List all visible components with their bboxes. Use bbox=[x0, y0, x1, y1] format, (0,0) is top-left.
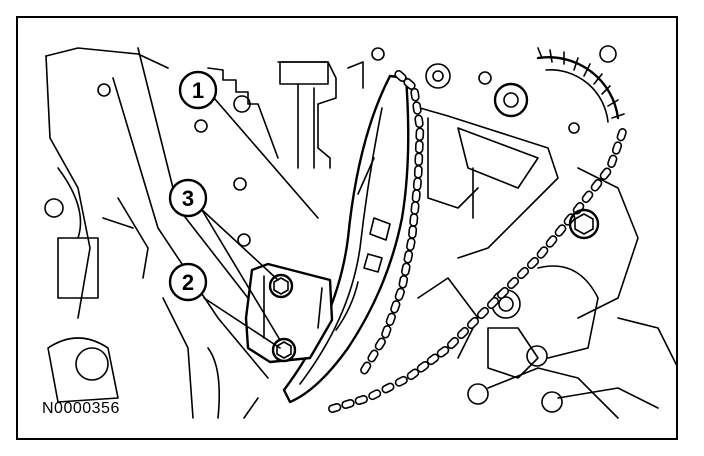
chain-link bbox=[607, 154, 618, 168]
callout-2: 2 bbox=[168, 262, 208, 302]
chain-link bbox=[590, 179, 603, 192]
chain-link bbox=[394, 375, 408, 387]
chain-link bbox=[406, 368, 420, 381]
chain-link bbox=[408, 225, 418, 239]
chain-link bbox=[367, 349, 379, 363]
chain-link bbox=[516, 266, 530, 280]
chain-link bbox=[413, 165, 423, 179]
callout-label: 1 bbox=[192, 78, 204, 103]
chain-link bbox=[398, 275, 409, 289]
chain-link bbox=[328, 402, 342, 414]
camshaft-sprocket bbox=[536, 47, 625, 134]
chain-link bbox=[401, 262, 411, 277]
chain-link bbox=[409, 213, 419, 227]
chain-link bbox=[414, 140, 424, 154]
chain-link bbox=[506, 276, 520, 290]
callout-label: 3 bbox=[182, 186, 194, 211]
timing-chain-guide-run bbox=[360, 70, 425, 375]
figure-reference-code: N0000356 bbox=[42, 400, 120, 417]
tensioner-arm bbox=[282, 74, 410, 404]
chain-link bbox=[581, 190, 594, 204]
chain-link bbox=[554, 224, 567, 237]
hex-bolt-right bbox=[568, 208, 600, 240]
chain-link bbox=[390, 300, 401, 314]
chain-link bbox=[360, 361, 372, 375]
chain-link bbox=[486, 296, 500, 310]
chain-link bbox=[406, 237, 416, 252]
block-plate bbox=[371, 45, 676, 419]
engine-timing-illustration: 1 3 2 bbox=[44, 45, 676, 419]
timing-chain bbox=[328, 128, 627, 414]
chain-link bbox=[466, 316, 480, 330]
idler-pulley bbox=[493, 82, 529, 118]
chain-link bbox=[496, 286, 510, 300]
chain-link bbox=[410, 201, 420, 215]
chain-link bbox=[616, 128, 627, 142]
chain-link bbox=[381, 325, 392, 339]
chain-link bbox=[415, 127, 425, 142]
callout-leaders bbox=[199, 97, 319, 349]
callout-1: 1 bbox=[178, 70, 218, 110]
chain-link bbox=[394, 287, 405, 301]
chain-link bbox=[354, 394, 368, 406]
chain-link bbox=[403, 250, 414, 264]
chain-link bbox=[368, 389, 382, 401]
chain-link bbox=[412, 101, 422, 115]
chain-link bbox=[374, 337, 386, 351]
chain-link bbox=[476, 306, 490, 320]
chain-link bbox=[412, 177, 422, 191]
chain-link bbox=[341, 398, 355, 410]
callout-3: 3 bbox=[168, 178, 208, 218]
chain-link bbox=[414, 152, 424, 167]
tensioner-bolt-upper bbox=[268, 273, 294, 299]
chain-link bbox=[545, 235, 558, 248]
chain-link bbox=[599, 167, 612, 181]
callout-label: 2 bbox=[182, 270, 194, 295]
chain-link bbox=[611, 141, 623, 155]
chain-link bbox=[414, 114, 424, 129]
chain-link bbox=[411, 189, 421, 203]
cam-cover bbox=[207, 61, 364, 169]
chain-link bbox=[536, 246, 549, 259]
tensioner-body bbox=[244, 262, 334, 364]
chain-link bbox=[381, 382, 395, 394]
chain-link bbox=[526, 256, 540, 270]
figure-frame: 1 3 2 N0000356 bbox=[16, 16, 678, 440]
chain-link bbox=[410, 87, 420, 102]
chain-link bbox=[385, 312, 396, 326]
tensioner-bolt-lower bbox=[271, 337, 297, 363]
